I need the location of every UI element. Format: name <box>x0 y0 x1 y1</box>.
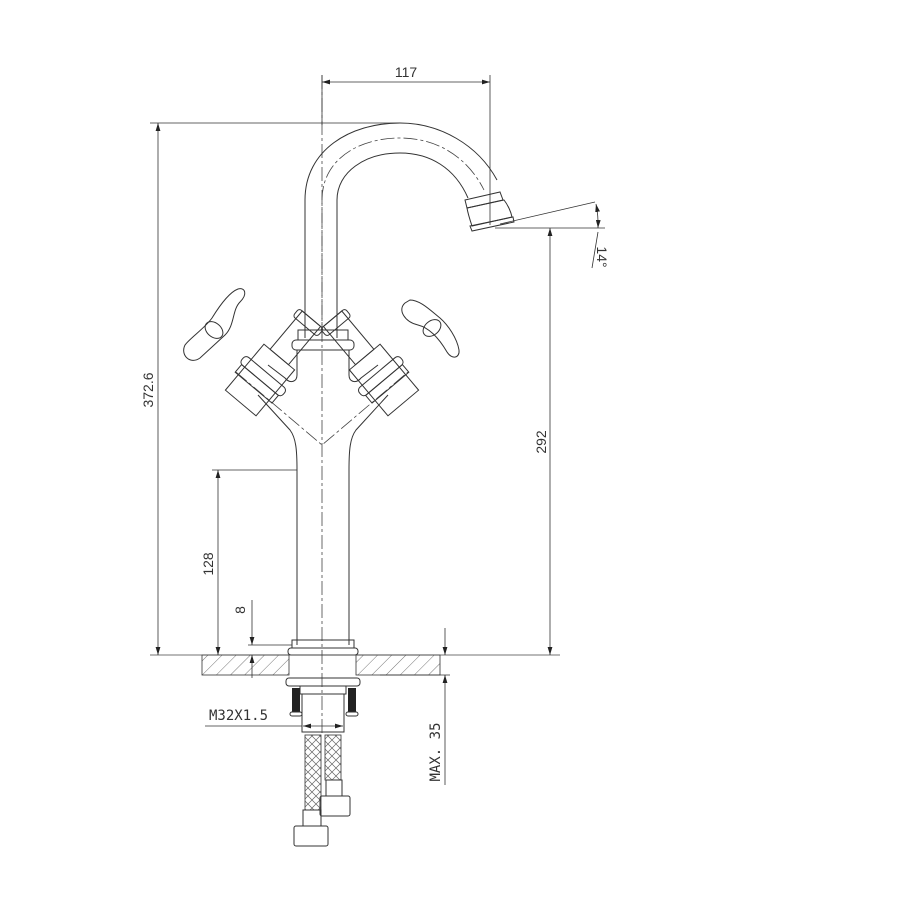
dimension-thread: M32X1.5 <box>205 708 343 729</box>
dimension-label: M32X1.5 <box>209 708 268 724</box>
dimension-label: 128 <box>200 552 216 576</box>
dimension-spout-height: 292 <box>495 227 605 655</box>
dimension-label: 292 <box>533 430 549 454</box>
dimension-spout-angle: 14° <box>499 201 610 269</box>
dimension-spout-reach: 117 <box>321 64 491 225</box>
dimension-base-height: 8 <box>232 600 292 678</box>
dimension-label: 117 <box>395 64 418 80</box>
dimension-max-deck: MAX. 35 <box>380 628 450 785</box>
deck-plate <box>150 654 560 676</box>
right-handle[interactable] <box>312 299 460 420</box>
left-handle[interactable] <box>183 288 332 421</box>
supply-hoses <box>293 734 351 847</box>
dimension-label: 14° <box>594 246 610 267</box>
dimension-label: 8 <box>232 606 248 614</box>
mounting-fittings <box>285 677 361 733</box>
dimension-body-height: 128 <box>200 469 297 655</box>
dimension-label: MAX. 35 <box>428 722 444 781</box>
dimension-total-height: 372.6 <box>140 122 400 655</box>
spout <box>304 122 515 338</box>
dimension-label: 372.6 <box>140 372 156 407</box>
